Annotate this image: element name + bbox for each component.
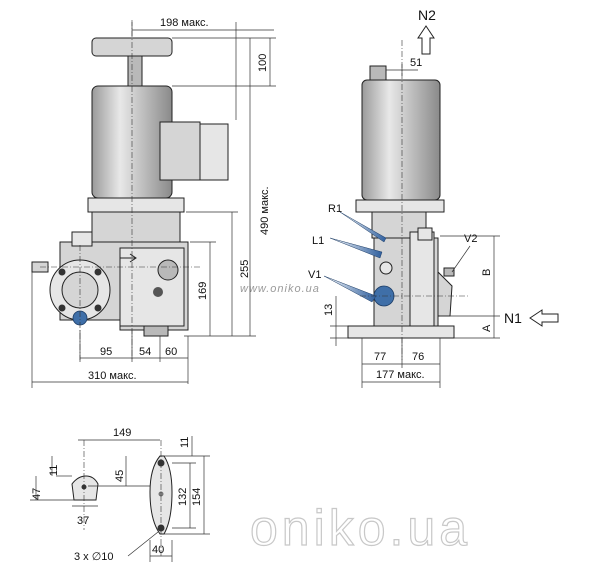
base-plate-detail: 149 11 47 37 45 11 132 154 40 3 x ∅1 — [30, 427, 210, 563]
leader-l1 — [329, 237, 383, 259]
valve-cap — [71, 231, 93, 247]
connector-box-face — [199, 123, 229, 181]
front-v2-fitting — [443, 267, 455, 277]
foot — [143, 325, 169, 337]
leader-v1 — [323, 275, 377, 303]
watermark-small: www.oniko.ua — [240, 283, 320, 295]
vent-plug — [153, 287, 163, 297]
dim-100: 100 — [257, 54, 269, 72]
drain-boss — [157, 259, 179, 281]
dim-11-left: 11 — [48, 465, 60, 476]
side-dimensions: 198 макс. 100 490 макс. 255 169 95 54 60… — [31, 17, 276, 388]
dim-60: 60 — [165, 346, 177, 358]
dim-a: A — [481, 324, 493, 332]
plate-hole-3 — [158, 491, 164, 497]
front-flange — [355, 199, 445, 213]
dim-54: 54 — [139, 346, 151, 358]
dim-47: 47 — [31, 488, 43, 500]
dim-198: 198 макс. — [160, 17, 209, 29]
front-pump-side — [409, 231, 435, 327]
front-motor-body — [361, 79, 441, 201]
connector-box — [159, 121, 201, 181]
dim-149: 149 — [113, 427, 131, 439]
label-r1: R1 — [328, 203, 342, 215]
dim-45: 45 — [114, 470, 126, 482]
front-port-upper — [379, 261, 393, 275]
dim-132: 132 — [177, 488, 189, 506]
dim-40: 40 — [152, 544, 164, 556]
dim-177: 177 макс. — [376, 369, 425, 381]
dim-490: 490 макс. — [259, 186, 271, 235]
label-v2: V2 — [464, 233, 477, 245]
dim-169: 169 — [197, 282, 209, 300]
front-valve-cap — [417, 227, 433, 241]
front-view: N2 R1 L1 V1 V2 N1 — [308, 7, 559, 360]
bolt-4 — [94, 304, 102, 312]
dim-51: 51 — [410, 57, 422, 69]
dim-76: 76 — [412, 351, 424, 363]
front-motor-cap — [369, 65, 387, 81]
bolt-1 — [58, 268, 66, 276]
label-n2: N2 — [418, 7, 436, 23]
label-l1: L1 — [312, 235, 324, 247]
leader-r1 — [339, 211, 387, 243]
holes-note: 3 x ∅10 — [74, 551, 114, 563]
bolt-3 — [58, 304, 66, 312]
dim-154: 154 — [191, 488, 203, 506]
motor-neck — [127, 55, 143, 87]
flange — [87, 197, 185, 213]
n2-arrow — [417, 25, 435, 55]
bolt-2 — [94, 268, 102, 276]
label-n1: N1 — [504, 310, 522, 326]
dim-95: 95 — [100, 346, 112, 358]
front-base — [347, 325, 455, 339]
front-dimensions: 51 B A 13 77 76 177 макс. — [323, 57, 500, 388]
side-view — [31, 20, 229, 360]
front-hose — [437, 270, 453, 317]
dim-13: 13 — [323, 304, 335, 316]
pump-side — [119, 247, 185, 327]
dim-37: 37 — [77, 515, 89, 527]
dim-255: 255 — [239, 260, 251, 278]
dim-310: 310 макс. — [88, 370, 137, 382]
label-v1: V1 — [308, 269, 321, 281]
dim-b: B — [481, 269, 493, 276]
n1-arrow — [529, 309, 559, 327]
dim-77: 77 — [374, 351, 386, 363]
dim-11-right: 11 — [179, 437, 191, 448]
lantern — [91, 211, 181, 243]
watermark: oniko.ua — [250, 500, 471, 556]
